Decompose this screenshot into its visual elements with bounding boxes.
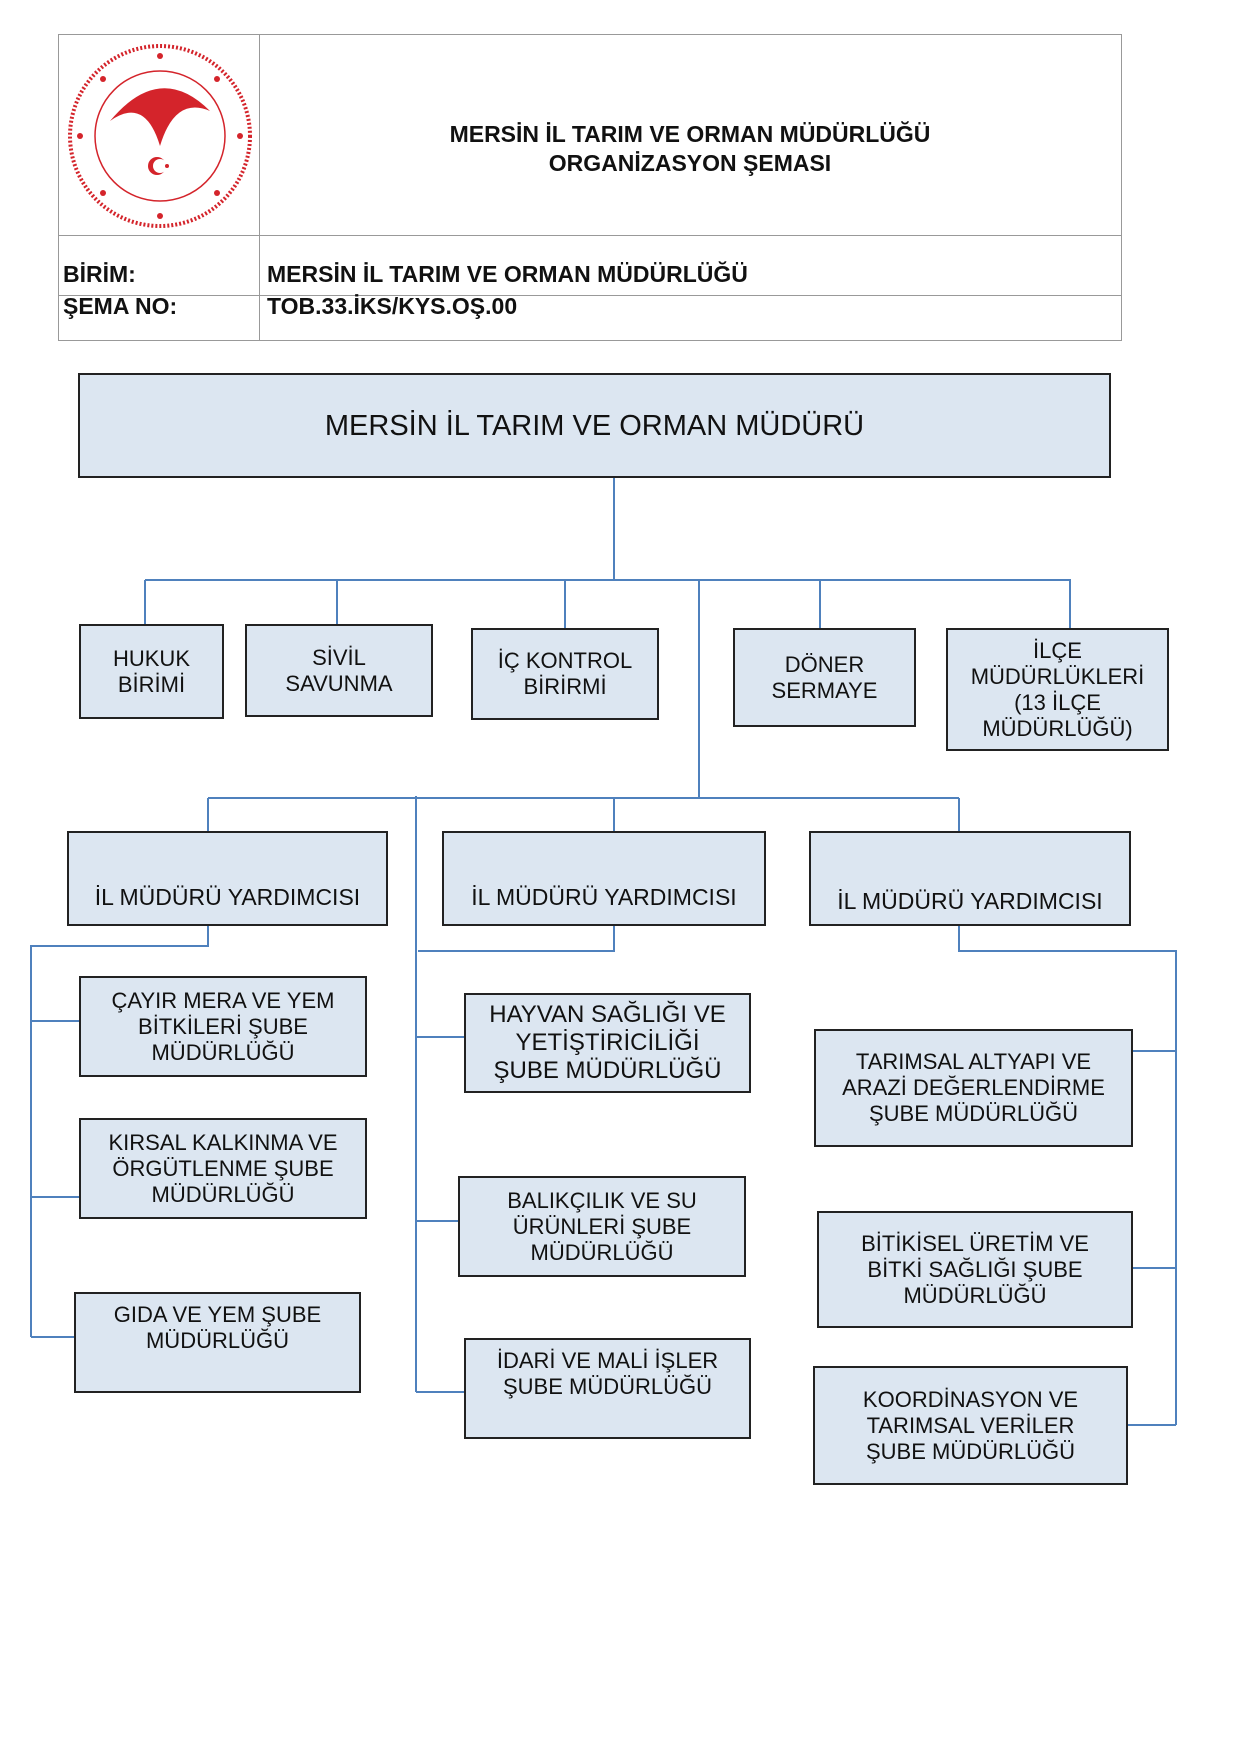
row-divider: [59, 295, 1121, 296]
branch-box: İDARİ VE MALİ İŞLER ŞUBE MÜDÜRLÜĞÜ: [464, 1338, 751, 1439]
branch-box: BİTİKİSEL ÜRETİM VE BİTKİ SAĞLIĞI ŞUBE M…: [817, 1211, 1133, 1328]
staff-unit-box: İÇ KONTROL BİRİRMİ: [471, 628, 659, 720]
deputy-director-box: İL MÜDÜRÜ YARDIMCISI: [809, 831, 1131, 926]
director-box: MERSİN İL TARIM VE ORMAN MÜDÜRÜ: [78, 373, 1111, 478]
branch-box: GIDA VE YEM ŞUBE MÜDÜRLÜĞÜ: [74, 1292, 361, 1393]
staff-unit-box: İLÇE MÜDÜRLÜKLERİ (13 İLÇE MÜDÜRLÜĞÜ): [946, 628, 1169, 751]
branch-box: BALIKÇILIK VE SU ÜRÜNLERİ ŞUBE MÜDÜRLÜĞÜ: [458, 1176, 746, 1277]
title-line-1: MERSİN İL TARIM VE ORMAN MÜDÜRLÜĞÜ: [449, 121, 931, 147]
staff-unit-box: HUKUK BİRİMİ: [79, 624, 224, 719]
ministry-logo: [68, 44, 252, 228]
branch-box: KOORDİNASYON VE TARIMSAL VERİLER ŞUBE MÜ…: [813, 1366, 1128, 1485]
staff-unit-box: SİVİL SAVUNMA: [245, 624, 433, 717]
birim-value: MERSİN İL TARIM VE ORMAN MÜDÜRLÜĞÜ: [267, 261, 748, 287]
row-divider: [59, 235, 1121, 236]
sema-no-label: ŞEMA NO:: [63, 293, 178, 319]
sema-no-value: TOB.33.İKS/KYS.OŞ.00: [267, 293, 518, 319]
branch-box: ÇAYIR MERA VE YEM BİTKİLERİ ŞUBE MÜDÜRLÜ…: [79, 976, 367, 1077]
column-divider: [259, 35, 260, 340]
staff-unit-box: DÖNER SERMAYE: [733, 628, 916, 727]
branch-box: HAYVAN SAĞLIĞI VE YETİŞTİRİCİLİĞİ ŞUBE M…: [464, 993, 751, 1093]
deputy-director-box: İL MÜDÜRÜ YARDIMCISI: [67, 831, 388, 926]
branch-box: KIRSAL KALKINMA VE ÖRGÜTLENME ŞUBE MÜDÜR…: [79, 1118, 367, 1219]
deputy-director-box: İL MÜDÜRÜ YARDIMCISI: [442, 831, 766, 926]
document-title: MERSİN İL TARIM VE ORMAN MÜDÜRLÜĞÜ ORGAN…: [259, 120, 1121, 178]
header-table: MERSİN İL TARIM VE ORMAN MÜDÜRLÜĞÜ ORGAN…: [58, 34, 1122, 341]
title-line-2: ORGANİZASYON ŞEMASI: [548, 150, 832, 176]
birim-label: BİRİM:: [63, 261, 136, 287]
branch-box: TARIMSAL ALTYAPI VE ARAZİ DEĞERLENDİRME …: [814, 1029, 1133, 1147]
